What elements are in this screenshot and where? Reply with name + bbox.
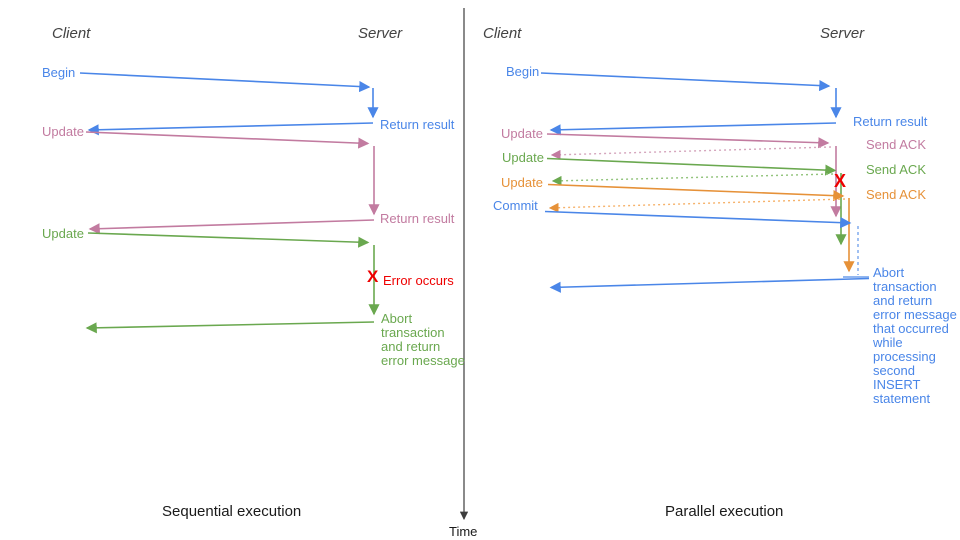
left-caption: Sequential execution [162, 503, 302, 520]
left-error-x-icon: X [367, 267, 379, 286]
right-ack1-dotted-arrow [550, 146, 832, 160]
right-begin-return-arrow [549, 122, 837, 136]
right-begin-label: Begin [506, 64, 540, 79]
left-error-occurs-label: Error occurs [383, 273, 454, 288]
left-server-header: Server [358, 25, 403, 42]
left-abort-message-label: Abort transaction and return error messa… [381, 311, 465, 368]
right-return-result-label: Return result [853, 114, 928, 129]
right-client-header: Client [483, 25, 522, 42]
right-abort-return-arrow [549, 277, 870, 293]
right-send-ack-1-label: Send ACK [866, 137, 926, 152]
time-axis-label: Time [449, 524, 478, 539]
right-begin-request-arrow [540, 72, 831, 92]
right-ack3-dotted-arrow [548, 198, 846, 213]
right-update3-request-arrow [547, 183, 845, 202]
right-send-ack-2-label: Send ACK [866, 162, 926, 177]
right-caption: Parallel execution [665, 503, 784, 520]
left-update-1-label: Update [42, 124, 84, 139]
left-client-header: Client [52, 25, 91, 42]
left-update-2-label: Update [42, 226, 84, 241]
right-update-1-label: Update [501, 126, 543, 141]
right-send-ack-3-label: Send ACK [866, 187, 926, 202]
right-update2-request-arrow [546, 157, 837, 176]
right-commit-request-arrow [544, 210, 852, 229]
left-update1-request-arrow [85, 131, 370, 149]
left-begin-label: Begin [42, 65, 76, 80]
left-begin-return-arrow [87, 122, 374, 136]
right-update-3-label: Update [501, 175, 543, 190]
right-error-x-icon: X [834, 171, 847, 191]
left-abort-return-arrow [85, 321, 375, 334]
right-update-2-label: Update [502, 150, 544, 165]
right-server-header: Server [820, 25, 865, 42]
left-return-result-1-label: Return result [380, 117, 455, 132]
right-update1-request-arrow [546, 133, 830, 149]
left-return-result-2-label: Return result [380, 211, 455, 226]
left-update1-return-arrow [88, 219, 375, 235]
left-begin-request-arrow [79, 72, 371, 93]
left-update2-request-arrow [87, 232, 370, 248]
right-abort-message-label: Abort transaction and return error messa… [873, 265, 957, 406]
right-ack2-dotted-arrow [551, 173, 834, 186]
right-commit-label: Commit [493, 198, 538, 213]
